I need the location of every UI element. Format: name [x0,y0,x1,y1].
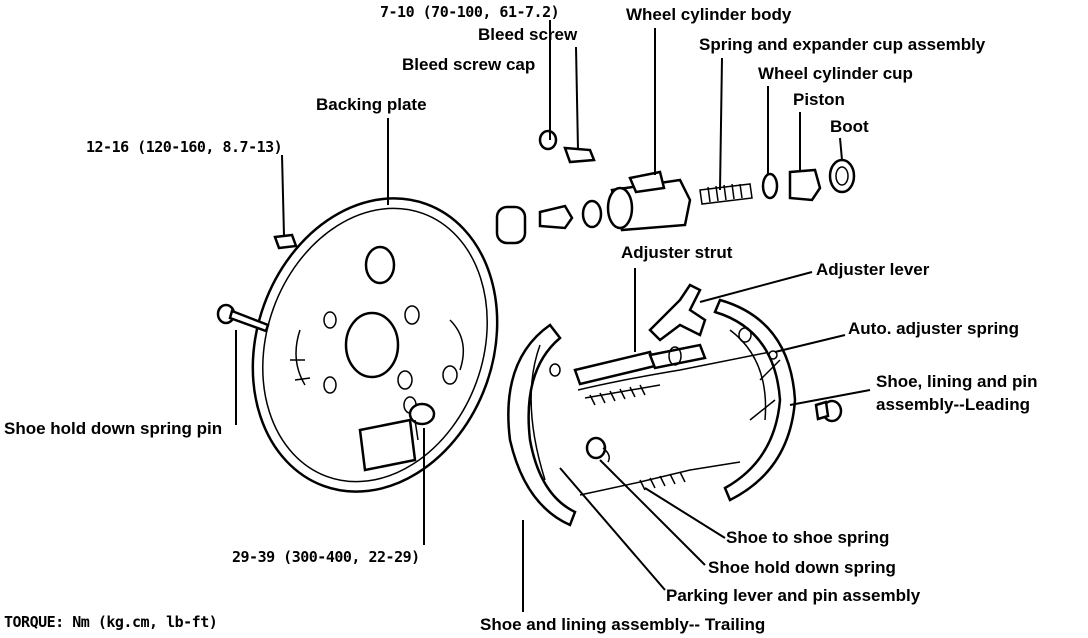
shoe-hold-down-pin-label: Shoe hold down spring pin [4,419,223,438]
auto-adjuster-spring-drawing [577,351,771,406]
shoe-trailing-label: Shoe and lining assembly-- Trailing [480,615,766,634]
piston-label: Piston [793,90,845,109]
torque-axle-label: 29-39 (300-400, 22-29) [232,548,420,566]
shoe-hold-down-pin-drawing [216,303,270,333]
axle-bolt-drawing [408,402,436,441]
leading-shoe-drawing [713,298,797,502]
trailing-shoe-drawing [507,323,577,527]
wheel-cylinder-cup-label: Wheel cylinder cup [758,64,913,83]
torque-backing-plate-label: 12-16 (120-160, 8.7-13) [86,138,283,156]
leader-lines [235,20,871,612]
auto-adjuster-spring-label: Auto. adjuster spring [848,319,1019,338]
bleed-screw-label: Bleed screw [478,25,578,44]
leading-shoe-pin-drawing [814,399,843,423]
shoe-leading-label-line1: Shoe, lining and pin [876,372,1038,391]
shoe-to-shoe-spring-drawing [579,461,741,496]
spring-expander-label: Spring and expander cup assembly [699,35,986,54]
wheel-cylinder-drawing [495,129,856,245]
bleed-screw-cap-label: Bleed screw cap [402,55,536,74]
shoe-leading-label-line2: assembly--Leading [876,395,1030,414]
hold-down-spring-drawing [585,436,610,463]
adjuster-strut-drawing [573,343,707,386]
wheel-cylinder-body-label: Wheel cylinder body [626,5,792,24]
torque-units-label: TORQUE: Nm (kg.cm, lb-ft) [4,613,218,631]
torque-wheel-cylinder-label: 7-10 (70-100, 61-7.2) [380,3,560,21]
parking-lever-label: Parking lever and pin assembly [666,586,921,605]
adjuster-lever-drawing [648,283,707,342]
shoe-hold-down-spring-label: Shoe hold down spring [708,558,896,577]
backing-plate-bolt [273,233,298,250]
boot-label: Boot [830,117,869,136]
backing-plate-label: Backing plate [316,95,427,114]
adjuster-strut-label: Adjuster strut [621,243,733,262]
shoe-to-shoe-spring-label: Shoe to shoe spring [726,528,890,547]
adjuster-lever-label: Adjuster lever [816,260,930,279]
backing-plate-drawing [251,197,499,493]
